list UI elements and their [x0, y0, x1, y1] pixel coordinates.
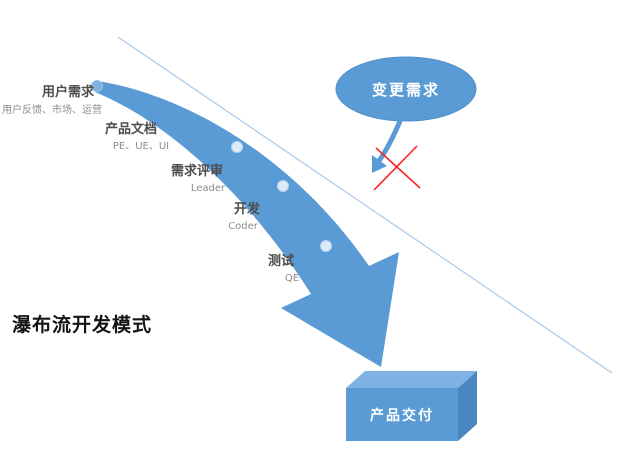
bubble-tail-arrow — [376, 120, 403, 163]
delivery-box-top — [346, 371, 477, 388]
delivery-box-label: 产品交付 — [370, 407, 434, 424]
waterfall-flow-arrow — [95, 81, 399, 367]
stage-sublabel: QE — [285, 273, 299, 284]
delivery-box-side — [458, 371, 477, 441]
stage-product-docs: 产品文档 PE、UE、UI — [105, 121, 169, 152]
stage-sublabel: PE、UE、UI — [113, 141, 169, 152]
milestone-dot — [277, 180, 289, 192]
stage-label: 需求评审 — [171, 163, 223, 179]
stage-sublabel: Coder — [228, 221, 259, 232]
stage-label: 产品文档 — [105, 121, 157, 137]
stage-sublabel: Leader — [191, 183, 226, 194]
stage-sublabel: 用户反馈、市场、运营 — [2, 103, 102, 116]
milestone-dot — [231, 141, 243, 153]
diagonal-divider-line — [117, 36, 613, 374]
stage-testing: 测试 QE — [268, 253, 299, 284]
milestone-dot-start — [91, 80, 103, 92]
diagram-title: 瀑布流开发模式 — [12, 313, 152, 336]
cross-stroke — [373, 145, 418, 191]
delivery-box-front — [346, 388, 458, 441]
stage-label: 开发 — [234, 201, 261, 217]
stage-development: 开发 Coder — [228, 201, 261, 232]
stage-label: 用户需求 — [41, 84, 95, 100]
stage-label: 测试 — [268, 253, 294, 269]
bubble-tail-arrowhead — [372, 155, 387, 173]
rejection-cross-icon — [373, 145, 421, 191]
delivery-box: 产品交付 — [346, 371, 477, 441]
cross-stroke — [375, 147, 421, 189]
milestone-dot — [320, 240, 332, 252]
stage-user-requirements: 用户需求 用户反馈、市场、运营 — [2, 84, 102, 116]
bubble-ellipse — [335, 56, 477, 122]
change-request-bubble: 变更需求 — [335, 56, 477, 173]
stage-requirement-review: 需求评审 Leader — [171, 163, 226, 194]
bubble-label: 变更需求 — [372, 81, 440, 99]
